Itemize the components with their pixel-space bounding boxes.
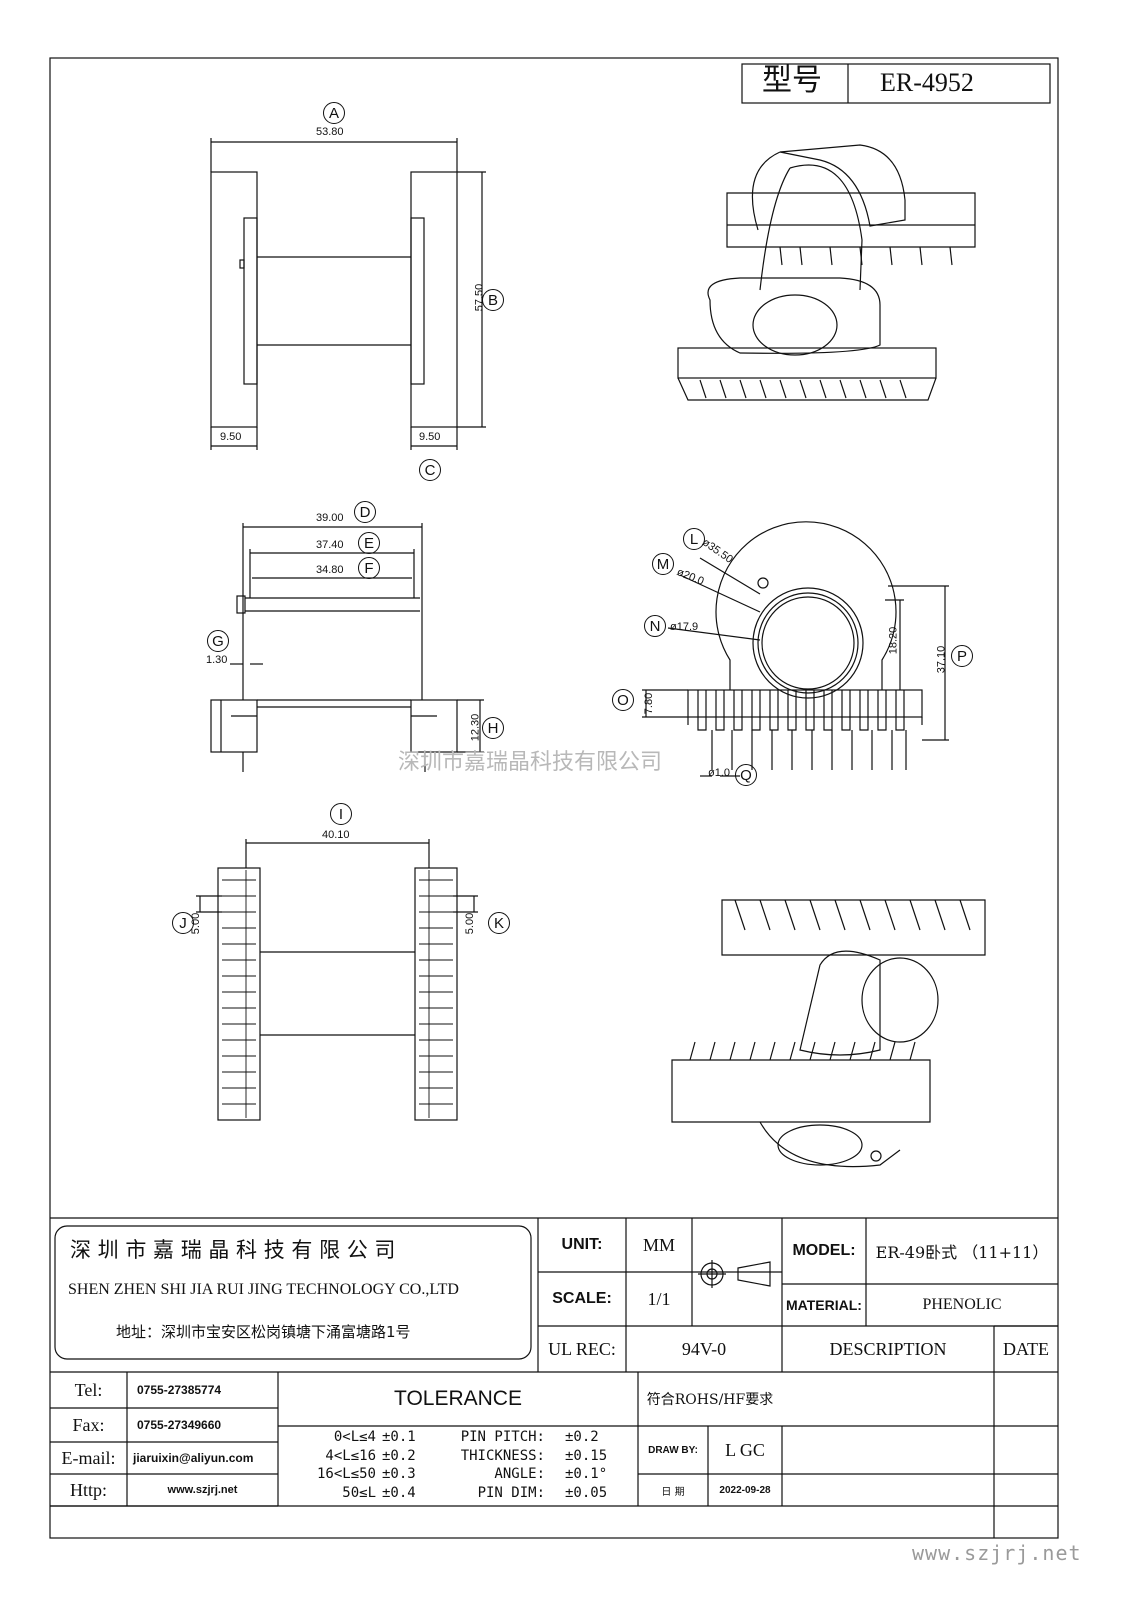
scale-value: 1/1 bbox=[647, 1288, 671, 1309]
marker-d: D bbox=[354, 501, 376, 523]
marker-g: G bbox=[207, 630, 229, 652]
draw-by-label: DRAW BY: bbox=[648, 1444, 698, 1456]
tolerance-spec: ANGLE: bbox=[494, 1466, 545, 1482]
dim-a: 53.80 bbox=[316, 126, 344, 138]
marker-e: E bbox=[358, 532, 380, 554]
tel-value: 0755-27385774 bbox=[137, 1383, 222, 1397]
compliance-note: 符合ROHS/HF要求 bbox=[646, 1392, 774, 1408]
marker-h: H bbox=[482, 717, 504, 739]
date-row-value: 2022-09-28 bbox=[719, 1484, 771, 1496]
unit-label: UNIT: bbox=[561, 1236, 603, 1253]
material-label: MATERIAL: bbox=[786, 1297, 862, 1313]
model-field-label: MODEL: bbox=[792, 1242, 856, 1259]
dim-q: ø1.0 bbox=[708, 767, 731, 779]
http-label: Http: bbox=[69, 1479, 107, 1500]
tolerance-spec-value: ±0.1° bbox=[565, 1466, 608, 1482]
site-watermark: www.szjrj.net bbox=[912, 1541, 1082, 1565]
marker-j: J bbox=[172, 912, 194, 934]
tolerance-spec: THICKNESS: bbox=[460, 1447, 545, 1464]
tolerance-range-value: ±0.1 bbox=[382, 1429, 416, 1445]
dim-o: 7.80 bbox=[643, 692, 656, 715]
tolerance-spec-value: ±0.2 bbox=[565, 1429, 599, 1445]
title-block-grid bbox=[50, 1217, 1058, 1538]
draw-by-value: L GC bbox=[725, 1439, 765, 1460]
tolerance-range: 0<L≤4 bbox=[333, 1429, 376, 1445]
marker-a: A bbox=[323, 102, 345, 124]
company-name-cn: 深 圳 市 嘉 瑞 晶 科 技 有 限 公 司 bbox=[70, 1238, 396, 1262]
tolerance-spec-value: ±0.15 bbox=[565, 1447, 608, 1464]
tolerance-range-value: ±0.4 bbox=[382, 1484, 416, 1501]
marker-q: Q bbox=[735, 764, 757, 786]
tolerance-range-value: ±0.2 bbox=[382, 1447, 416, 1464]
tolerance-spec: PIN PITCH: bbox=[460, 1429, 545, 1445]
date-header: DATE bbox=[1003, 1338, 1049, 1359]
tolerance-title: TOLERANCE bbox=[394, 1387, 522, 1410]
marker-f: F bbox=[358, 557, 380, 579]
dim-e: 37.40 bbox=[316, 539, 344, 551]
dim-g: 1.30 bbox=[206, 654, 228, 666]
top-view bbox=[196, 839, 478, 1121]
dim-p-inner: 18.20 bbox=[887, 626, 900, 655]
dim-d: 39.00 bbox=[316, 512, 344, 524]
fax-value: 0755-27349660 bbox=[137, 1418, 222, 1432]
marker-p: P bbox=[951, 645, 973, 667]
ul-label: UL REC: bbox=[548, 1338, 616, 1359]
marker-c: C bbox=[419, 459, 441, 481]
ul-value: 94V-0 bbox=[681, 1338, 727, 1359]
model-field-value: ER-49卧式 （11+11） bbox=[875, 1243, 1049, 1262]
tolerance-range: 16<L≤50 bbox=[316, 1466, 376, 1482]
email-label: E-mail: bbox=[61, 1447, 116, 1468]
http-value[interactable]: www.szjrj.net bbox=[167, 1484, 238, 1496]
end-view bbox=[642, 521, 949, 777]
marker-o: O bbox=[612, 689, 634, 711]
watermark-text: 深圳市嘉瑞晶科技有限公司 bbox=[398, 750, 663, 775]
dim-n: ø17.9 bbox=[670, 621, 699, 633]
dim-c: 9.50 bbox=[419, 431, 441, 443]
unit-value: MM bbox=[642, 1234, 675, 1255]
model-label: 型号 bbox=[762, 63, 822, 98]
dim-i: 40.10 bbox=[322, 829, 350, 841]
marker-b: B bbox=[482, 289, 504, 311]
drawing-frame bbox=[49, 57, 1059, 1539]
tolerance-range: 50≤L bbox=[342, 1484, 376, 1501]
dim-h: 12.30 bbox=[469, 713, 482, 742]
dim-f: 34.80 bbox=[316, 564, 344, 576]
email-value[interactable]: jiaruixin@aliyun.com bbox=[133, 1451, 254, 1465]
side-view bbox=[210, 523, 484, 772]
model-number: ER-4952 bbox=[880, 68, 974, 97]
isometric-view-top bbox=[677, 144, 976, 401]
date-row-label: 日 期 bbox=[661, 1486, 685, 1498]
tolerance-spec-value: ±0.05 bbox=[565, 1484, 608, 1501]
material-value: PHENOLIC bbox=[922, 1296, 1002, 1313]
description-header: DESCRIPTION bbox=[829, 1338, 947, 1359]
dim-j: 5.00 bbox=[190, 912, 203, 935]
marker-n: N bbox=[644, 615, 666, 637]
marker-l: L bbox=[683, 528, 705, 550]
scale-label: SCALE: bbox=[552, 1290, 612, 1307]
dim-p: 37.10 bbox=[935, 645, 948, 674]
isometric-view-bottom bbox=[671, 899, 986, 1168]
marker-k: K bbox=[488, 912, 510, 934]
tolerance-range-value: ±0.3 bbox=[382, 1466, 416, 1482]
marker-i: I bbox=[330, 803, 352, 825]
dim-k: 5.00 bbox=[464, 912, 477, 935]
spool-front-view bbox=[210, 138, 486, 450]
marker-m: M bbox=[652, 553, 674, 575]
tolerance-spec: PIN DIM: bbox=[477, 1484, 545, 1501]
company-address: 地址：深圳市宝安区松岗镇塘下涌富塘路1号 bbox=[116, 1323, 411, 1341]
dim-c-left: 9.50 bbox=[220, 431, 242, 443]
tolerance-range: 4<L≤16 bbox=[325, 1447, 376, 1464]
tel-label: Tel: bbox=[74, 1379, 103, 1400]
company-name-en: SHEN ZHEN SHI JIA RUI JING TECHNOLOGY CO… bbox=[68, 1281, 459, 1298]
fax-label: Fax: bbox=[72, 1414, 105, 1435]
